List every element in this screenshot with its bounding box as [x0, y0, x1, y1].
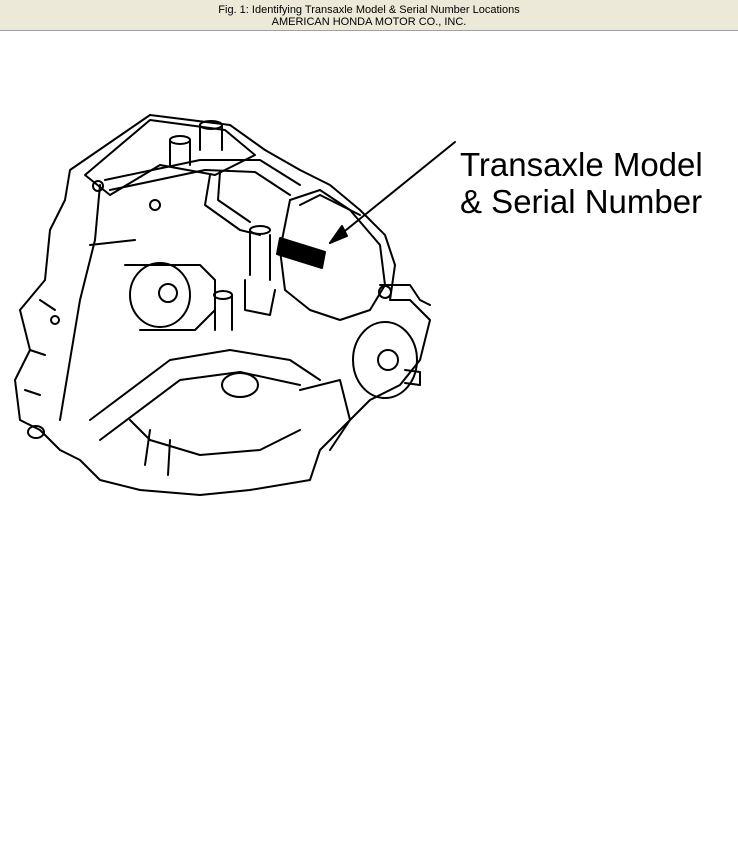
- callout-line-1: Transaxle Model: [460, 146, 703, 183]
- transaxle-illustration: [14, 114, 456, 496]
- figure-source: AMERICAN HONDA MOTOR CO., INC.: [271, 16, 467, 28]
- figure-title: Fig. 1: Identifying Transaxle Model & Se…: [218, 4, 520, 16]
- figure-area: Transaxle Model & Serial Number: [0, 31, 738, 843]
- figure-caption: Fig. 1: Identifying Transaxle Model & Se…: [0, 0, 738, 31]
- serial-number-callout: Transaxle Model & Serial Number: [460, 146, 703, 220]
- callout-line-2: & Serial Number: [460, 183, 703, 220]
